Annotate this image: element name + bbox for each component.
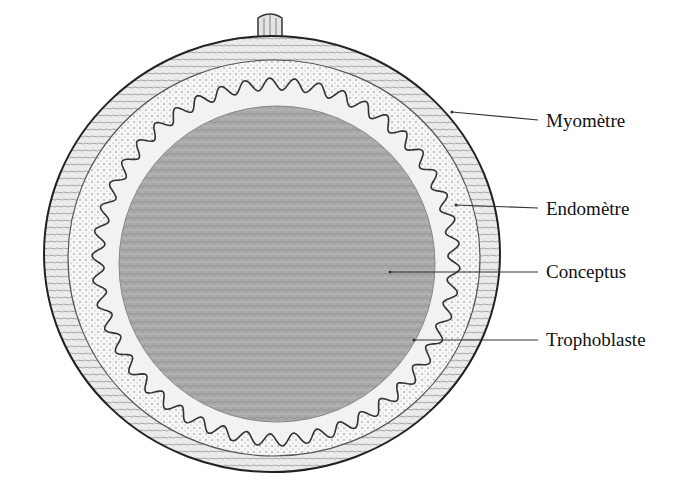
part-label: Conceptus bbox=[544, 261, 628, 284]
leader-line bbox=[414, 339, 538, 340]
endometrium bbox=[68, 60, 480, 456]
trophoblast-line bbox=[92, 78, 460, 446]
leader-line bbox=[456, 205, 538, 208]
leader-dot bbox=[413, 339, 416, 342]
conceptus-mass bbox=[119, 106, 435, 422]
part-label: Endomètre bbox=[544, 198, 631, 221]
myometrium bbox=[44, 36, 500, 472]
leader-dot bbox=[451, 111, 454, 114]
leader-dot bbox=[389, 271, 392, 274]
part-label: Myomètre bbox=[544, 110, 627, 133]
part-label: Trophoblaste bbox=[544, 329, 648, 352]
label-panel bbox=[525, 100, 694, 365]
tube-lines bbox=[264, 15, 276, 38]
leader-line bbox=[452, 112, 538, 120]
leader-dot bbox=[455, 204, 458, 207]
leader-line bbox=[390, 271, 538, 272]
